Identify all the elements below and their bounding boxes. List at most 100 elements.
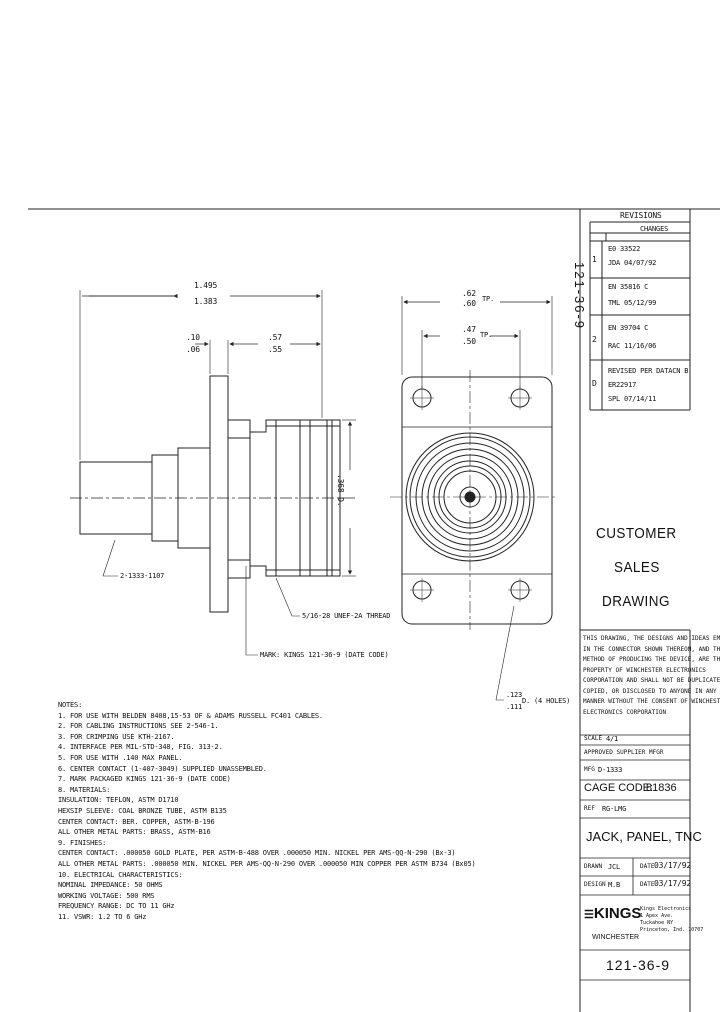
inner-dim-top: .47: [462, 325, 476, 334]
customer-sales-line-2: SALES: [614, 559, 660, 576]
outer-dim-top: .62: [462, 289, 476, 298]
design-date: 03/17/92: [654, 879, 691, 888]
proprietary-notice: THIS DRAWING, THE DESIGNS AND IDEAS EMBO…: [583, 634, 720, 718]
thread-callout: 5/16-28 UNEF-2A THREAD: [302, 612, 391, 620]
scale-value: 4/1: [606, 735, 619, 743]
outer-dim-bottom: .60: [462, 299, 476, 308]
approved-label: APPROVED SUPPLIER MFGR: [584, 749, 664, 756]
drawn-value: JCL: [608, 863, 621, 871]
mark-callout: MARK: KINGS 121-36-9 (DATE CODE): [260, 651, 389, 659]
front-view: [390, 296, 556, 701]
front-len-top: .57: [268, 333, 282, 342]
mfg-label: MFG: [584, 766, 595, 773]
proprietary-line: THIS DRAWING, THE DESIGNS AND IDEAS EMBO…: [583, 635, 720, 642]
rev-1-line-2: JDA 04/07/92: [608, 259, 657, 267]
diameter-dim: .368 D.: [336, 474, 345, 507]
proprietary-line: ELECTRONICS CORPORATION: [583, 708, 667, 716]
note-line: 6. CENTER CONTACT (1-407-3049) SUPPLIED …: [58, 764, 267, 773]
proprietary-line: IN THE CONNECTOR SHOWN THEREON, AND THE: [583, 645, 720, 653]
note-line: CENTER CONTACT: .000050 GOLD PLATE, PER …: [58, 849, 456, 858]
company-address: Kings Electronics 1 Apex Ave. Tuckahoe N…: [640, 906, 703, 934]
customer-sales-line-3: DRAWING: [602, 593, 670, 610]
note-line: ALL OTHER METAL PARTS: BRASS, ASTM-B16: [58, 828, 211, 837]
drawn-label: DRAWN: [584, 863, 603, 870]
hole-dim-bottom: .111: [506, 703, 523, 711]
notes-block: NOTES: 1. FOR USE WITH BELDEN 8408,15-53…: [58, 700, 476, 922]
note-line: CENTER CONTACT: BER. COPPER, ASTM-B-196: [58, 817, 215, 826]
mfg-value: D-1333: [598, 766, 623, 774]
address-line: Kings Electronics: [640, 906, 692, 912]
note-line: 3. FOR CRIMPING USE KTH-2167.: [58, 732, 175, 741]
proprietary-line: METHOD OF PRODUCING THE DEVICE, ARE THE: [583, 656, 720, 663]
note-line: 5. FOR USE WITH .140 MAX PANEL.: [58, 753, 183, 762]
logo-icon: ☰: [584, 909, 594, 921]
side-view: [70, 290, 358, 656]
address-line: Tuckahoe NY: [640, 920, 674, 926]
drawn-date: 03/17/92: [654, 861, 691, 870]
kings-logo: ☰KINGS: [584, 906, 641, 921]
address-line: 1 Apex Ave.: [640, 913, 674, 919]
part-label: REF: [584, 805, 595, 812]
flange-dim-bottom: .06: [186, 345, 200, 354]
revisions-table: [589, 221, 690, 411]
rev-4-line-2: ER22917: [608, 381, 637, 389]
note-line: 9. FINISHES:: [58, 838, 107, 847]
design-label: DESIGN: [584, 881, 606, 888]
part-value: RG-LMG: [602, 805, 627, 813]
rev-3-line-2: RAC 11/16/06: [608, 342, 657, 350]
note-line: NOMINAL IMPEDANCE: 50 OHMS: [58, 881, 163, 890]
overall-length-top: 1.495: [194, 281, 218, 290]
changes-label: CHANGES: [640, 225, 669, 233]
design-value: M.B: [608, 881, 621, 889]
proprietary-line: PROPERTY OF WINCHESTER ELECTRONICS: [583, 666, 706, 674]
drawing-title: JACK, PANEL, TNC: [586, 829, 702, 844]
front-len-bottom: .55: [268, 345, 282, 354]
note-line: FREQUENCY RANGE: DC TO 11 GHz: [58, 902, 175, 911]
customer-sales-line-1: CUSTOMER: [596, 525, 677, 542]
note-line: WORKING VOLTAGE: 500 RMS: [58, 891, 155, 900]
scale-label: SCALE: [584, 735, 603, 742]
logo-sub: WINCHESTER: [592, 934, 640, 941]
part-number-vertical: 121-36-9: [572, 262, 587, 331]
outer-dim-suffix: TP.: [482, 295, 495, 303]
drawn-date-label: DATE: [640, 863, 655, 870]
rev-1: 1: [592, 255, 597, 264]
title-block-lines: [580, 734, 690, 981]
hole-dim-suffix: D. (4 HOLES): [522, 697, 571, 705]
inner-dim-bottom: .50: [462, 337, 476, 346]
design-date-label: DATE: [640, 881, 655, 888]
rev-3: 2: [592, 335, 597, 344]
note-line: 11. VSWR: 1.2 TO 6 GHz: [58, 912, 147, 921]
proprietary-line: MANNER WITHOUT THE CONSENT OF WINCHESTER: [583, 698, 720, 705]
note-line: INSULATION: TEFLON, ASTM D1710: [58, 796, 179, 805]
rev-4-line-3: SPL 07/14/11: [608, 395, 657, 403]
rev-4-line-1: REVISED PER DATACN B: [608, 367, 689, 375]
logo-text: KINGS: [593, 905, 642, 922]
note-line: 1. FOR USE WITH BELDEN 8408,15-53 OF & A…: [58, 711, 323, 720]
rev-1-line-1: E0 33522: [608, 245, 641, 253]
cage-value: 81836: [646, 782, 677, 794]
proprietary-line: COPIED, OR DISCLOSED TO ANYONE IN ANY: [583, 687, 717, 695]
note-line: 7. MARK PACKAGED KINGS 121-36-9 (DATE CO…: [58, 775, 231, 784]
rear-callout: 2-1333-1107: [120, 572, 165, 580]
note-line: ALL OTHER METAL PARTS: .000050 MIN. NICK…: [58, 859, 476, 868]
rev-3-line-1: EN 39704 C: [608, 324, 649, 332]
address-line: Princeton, Ind. 10707: [640, 927, 704, 933]
overall-length-bottom: 1.383: [194, 297, 218, 306]
drawing-number: 121-36-9: [606, 957, 671, 973]
rev-2-line-1: EN 35816 C: [608, 283, 649, 291]
hole-dim-top: .123: [506, 691, 523, 699]
note-line: 10. ELECTRICAL CHARACTERISTICS:: [58, 870, 183, 879]
inner-dim-suffix: TP.: [480, 331, 493, 339]
revisions-header: REVISIONS: [620, 211, 662, 220]
note-line: 2. FOR CABLING INSTRUCTIONS SEE 2-546-1.: [58, 722, 219, 731]
note-line: 8. MATERIALS:: [58, 785, 111, 794]
note-line: 4. INTERFACE PER MIL-STD-348, FIG. 313-2…: [58, 743, 223, 752]
notes-title: NOTES:: [58, 701, 83, 709]
rev-2-line-2: TML 05/12/99: [608, 299, 657, 307]
cage-label: CAGE CODE:: [584, 782, 654, 794]
proprietary-line: CORPORATION AND SHALL NOT BE DUPLICATED,: [583, 677, 720, 684]
note-line: HEXSIP SLEEVE: COAL BRONZE TUBE, ASTM B1…: [58, 806, 227, 815]
flange-dim-top: .10: [186, 333, 200, 342]
